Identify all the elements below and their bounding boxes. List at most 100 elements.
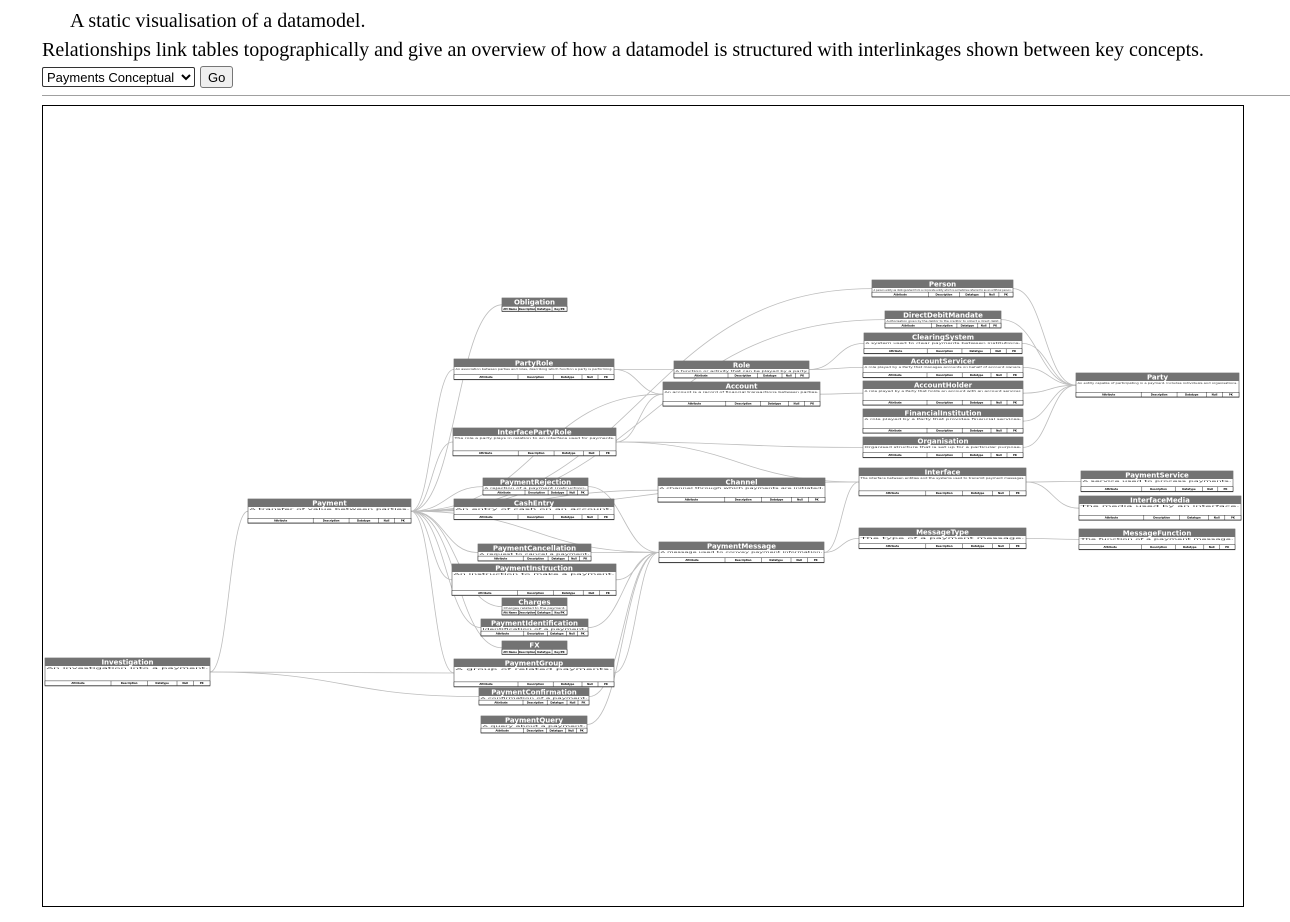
entity-name: Payment <box>312 499 347 507</box>
column-header: Attribute <box>479 682 493 686</box>
column-header: Datatype <box>550 631 564 635</box>
column-header: Description <box>527 556 544 560</box>
entity-description: An entry of cash on an account. <box>456 507 614 511</box>
column-header: Null <box>794 402 800 406</box>
column-header-row <box>480 630 589 636</box>
column-header-row <box>452 450 617 456</box>
column-header: Datatype <box>561 515 575 519</box>
column-header: Att Name <box>503 307 517 311</box>
column-header: Description <box>121 681 138 685</box>
column-header: Null <box>589 591 595 595</box>
entity-header <box>1079 496 1241 504</box>
column-header-row <box>501 649 568 655</box>
entity-name: Charges <box>518 598 550 606</box>
column-header: Description <box>527 700 544 704</box>
column-header: Null <box>569 631 575 635</box>
column-header: PK <box>200 681 205 685</box>
entity-description: The type of a payment message. <box>861 536 1026 540</box>
column-header: Null <box>571 556 577 560</box>
relationship-line <box>410 510 660 553</box>
entity-name: Obligation <box>514 298 555 306</box>
column-header-row <box>477 555 592 561</box>
entity-header <box>502 641 567 649</box>
column-header-row <box>862 452 1024 458</box>
column-header: Description <box>519 307 536 311</box>
column-header: Null <box>182 681 188 685</box>
model-select[interactable]: Payments Conceptual <box>42 67 195 87</box>
go-button[interactable]: Go <box>200 66 234 88</box>
column-header: Attribute <box>494 700 508 704</box>
relationship-line <box>586 552 660 725</box>
column-header-row <box>673 372 810 378</box>
column-header: Attribute <box>685 558 699 562</box>
relationship-line <box>613 369 664 395</box>
column-header: Attribute <box>1104 545 1118 549</box>
column-header-row <box>862 372 1024 378</box>
column-header: Datatype <box>763 373 777 377</box>
column-header: PK <box>581 631 586 635</box>
column-header: PK <box>800 373 805 377</box>
entity-name: DirectDebitMandate <box>903 311 983 319</box>
entity-header <box>863 381 1023 389</box>
relationship-line <box>1012 288 1077 386</box>
column-header-row <box>453 514 615 520</box>
column-header-row <box>884 322 1002 328</box>
column-header: Attribute <box>71 681 85 685</box>
entity-header <box>663 382 820 390</box>
column-header: Description <box>527 591 544 595</box>
column-header: PK <box>1016 491 1021 495</box>
entity-header <box>454 499 614 507</box>
column-header: PK <box>1223 487 1228 491</box>
entity-description: A channel through which payments are ini… <box>660 486 824 490</box>
relationship-line <box>819 392 864 395</box>
column-header-row <box>501 609 568 615</box>
column-header: Attribute <box>1105 487 1119 491</box>
column-header: Datatype <box>537 650 551 654</box>
relationship-line <box>615 441 864 448</box>
entity-name: PaymentService <box>1125 471 1189 479</box>
column-header: Null <box>589 451 595 455</box>
column-header: Attribute <box>888 453 902 457</box>
column-header: Null <box>384 519 390 523</box>
column-header: Null <box>995 349 1001 353</box>
column-header: Datatype <box>971 544 985 548</box>
column-header: PK <box>1016 544 1021 548</box>
entity-header <box>248 499 411 507</box>
column-header: Description <box>1150 545 1167 549</box>
column-header: Attribute <box>902 323 916 327</box>
